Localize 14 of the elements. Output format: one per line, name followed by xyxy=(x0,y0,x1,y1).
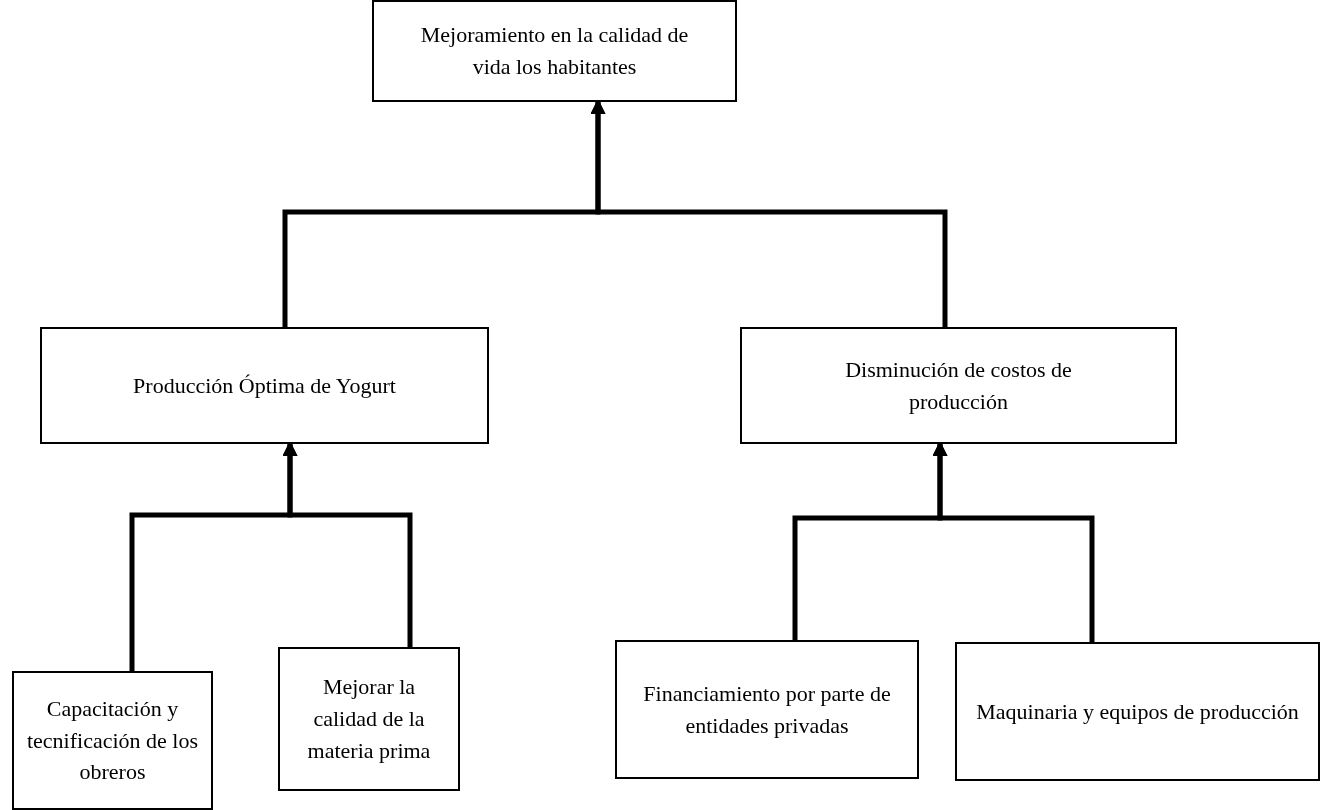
text-box xyxy=(278,647,460,791)
node-text: Mejorar la calidad de la materia prima xyxy=(306,673,432,765)
node-text: Financiamiento por parte de entidades privadas xyxy=(642,679,892,740)
text-box xyxy=(40,327,489,444)
text-box xyxy=(740,327,1177,444)
node-text: Mejoramiento en la calidad de vida los habitantes xyxy=(419,21,690,81)
text-box xyxy=(955,642,1320,781)
node-text: Producción Óptima de Yogurt xyxy=(133,371,396,400)
node-text: Maquinaria y equipos de producción xyxy=(976,697,1299,726)
node-text: Capacitación y tecnificación de los obreros xyxy=(25,694,199,787)
text-box xyxy=(372,0,737,102)
node-text: Disminución de costos de producción xyxy=(844,355,1073,416)
text-box xyxy=(12,671,213,810)
text-box xyxy=(615,640,919,779)
